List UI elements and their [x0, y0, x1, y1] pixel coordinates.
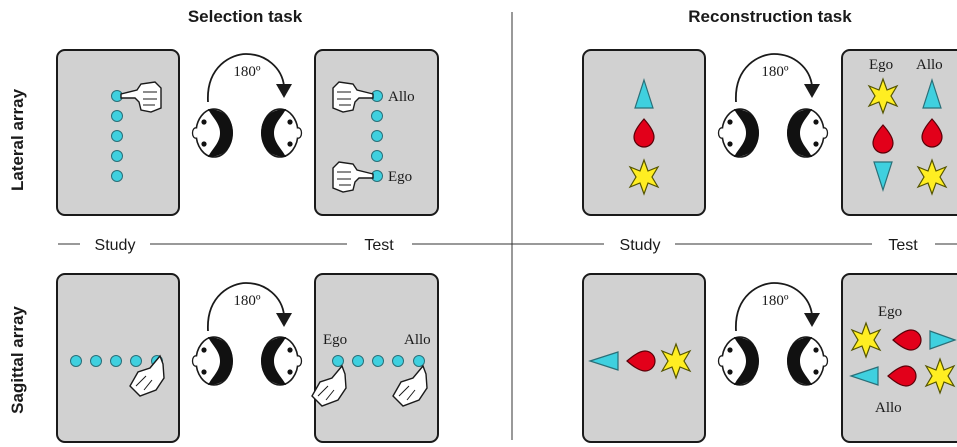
selection-lateral-study-panel: [56, 49, 180, 216]
triangle-icon: [849, 366, 879, 386]
sagittal-array-label: Sagittal array: [8, 306, 27, 414]
rotation-label: 180º: [233, 64, 261, 80]
selection-task-title: Selection task: [188, 7, 303, 26]
reconstruction-lateral-study-panel: [582, 49, 706, 216]
triangle-icon: [588, 351, 619, 371]
triangle-icon: [929, 330, 957, 350]
triangle-icon: [634, 78, 654, 109]
test-label-left: Test: [364, 237, 394, 254]
head-icon: [717, 336, 760, 386]
rotation-label: 180º: [761, 64, 789, 80]
ego-label: Ego: [878, 304, 902, 320]
test-label-right: Test: [888, 237, 918, 254]
study-label-left: Study: [95, 237, 136, 254]
selection-lateral-rotation: 180º: [191, 53, 303, 158]
ego-label: Ego: [323, 332, 347, 348]
study-label-right: Study: [620, 237, 661, 254]
droplet-icon: [921, 118, 943, 148]
head-icon: [191, 336, 234, 386]
reconstruction-sagittal-test-panel: Ego Allo: [841, 273, 957, 443]
droplet-icon: [887, 365, 917, 387]
rotation-label: 180º: [233, 293, 261, 309]
triangle-icon: [922, 78, 942, 109]
allo-label: Allo: [404, 332, 431, 348]
reconstruction-lateral-test-panel: Ego Allo: [841, 49, 957, 216]
allo-label: Allo: [875, 400, 902, 416]
head-icon: [260, 336, 303, 386]
droplet-icon: [892, 329, 922, 351]
droplet-icon: [626, 350, 656, 372]
selection-sagittal-test-panel: Ego Allo: [311, 273, 439, 443]
droplet-icon: [633, 118, 655, 148]
selection-lateral-test-panel: Allo Ego: [314, 49, 439, 216]
droplet-icon: [872, 124, 894, 154]
head-icon: [260, 108, 303, 158]
selection-sagittal-study-panel: [56, 273, 180, 443]
ego-label: Ego: [869, 57, 893, 73]
allo-label: Allo: [916, 57, 943, 73]
selection-sagittal-rotation: 180º: [191, 282, 303, 386]
reconstruction-lateral-rotation: 180º: [717, 53, 829, 158]
head-icon: [786, 336, 829, 386]
head-icon: [191, 108, 234, 158]
reconstruction-sagittal-study-panel: [582, 273, 706, 443]
reconstruction-sagittal-rotation: 180º: [717, 282, 829, 386]
ego-label: Ego: [388, 169, 412, 185]
triangle-icon: [873, 161, 893, 192]
head-icon: [717, 108, 760, 158]
lateral-array-label: Lateral array: [8, 88, 27, 191]
rotation-label: 180º: [761, 293, 789, 309]
reconstruction-task-title: Reconstruction task: [688, 7, 852, 26]
head-icon: [786, 108, 829, 158]
allo-label: Allo: [388, 89, 415, 105]
